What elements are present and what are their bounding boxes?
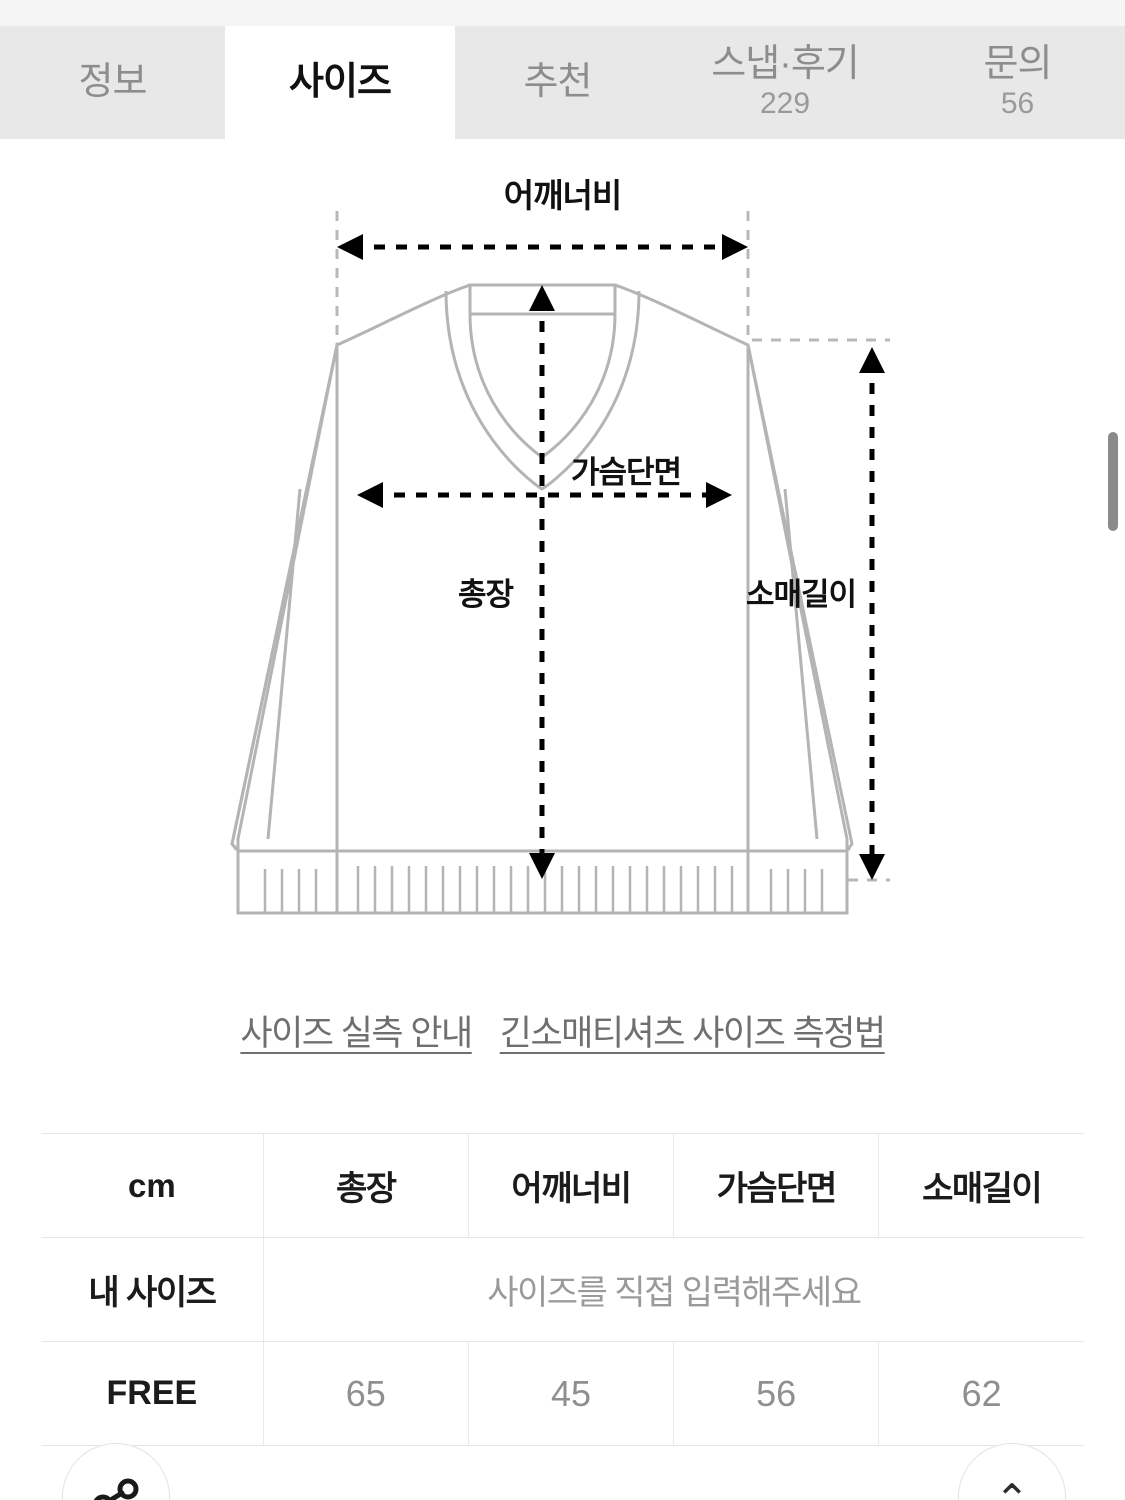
- body-hem-rib-ticks: [356, 866, 734, 913]
- header-sleeve-length-label: 소매길이: [922, 1170, 1043, 1208]
- value-total-length: 65: [345, 1372, 386, 1414]
- top-strip: [0, 0, 1125, 26]
- header-shoulder-width: 어깨너비: [467, 1133, 674, 1238]
- my-size-placeholder: 사이즈를 직접 입력해주세요: [487, 1274, 862, 1312]
- my-size-input-cell[interactable]: 사이즈를 직접 입력해주세요: [262, 1237, 1084, 1342]
- header-unit-cell: cm: [41, 1133, 264, 1238]
- share-icon: [93, 1478, 139, 1500]
- header-shoulder-width-label: 어깨너비: [511, 1170, 632, 1208]
- chest-width-dimension: [357, 482, 732, 508]
- measurement-guides: [335, 211, 890, 882]
- tab-inquiry-count: 56: [1000, 87, 1035, 121]
- left-sleeve-seam: [266, 488, 302, 840]
- header-sleeve-length: 소매길이: [878, 1133, 1084, 1238]
- tab-inquiry-label: 문의: [983, 43, 1053, 86]
- tab-snap-review-count: 229: [759, 87, 811, 121]
- size-name-cell: FREE: [41, 1341, 264, 1446]
- size-diagram: 어깨너비: [0, 139, 1125, 969]
- tab-inquiry[interactable]: 문의 56: [910, 26, 1125, 139]
- garment-illustration: [230, 211, 890, 915]
- my-size-label: 내 사이즈: [88, 1274, 217, 1312]
- sleeve-length-dimension: [859, 347, 885, 880]
- table-row: FREE 65 45 56 62: [41, 1341, 1084, 1446]
- right-cuff-ticks: [769, 869, 824, 913]
- size-links: 사이즈 실측 안내 긴소매티셔츠 사이즈 측정법: [0, 1005, 1125, 1056]
- tab-info[interactable]: 정보: [0, 26, 225, 139]
- header-total-length: 총장: [262, 1133, 469, 1238]
- value-sleeve-length: 62: [961, 1372, 1002, 1414]
- vertical-scrollbar-thumb[interactable]: [1108, 432, 1118, 531]
- total-length-label: 총장: [458, 577, 514, 612]
- longsleeve-measure-method-link[interactable]: 긴소매티셔츠 사이즈 측정법: [499, 1014, 886, 1053]
- tab-info-label: 정보: [78, 60, 148, 103]
- left-cuff: [236, 849, 339, 915]
- table-header-row: cm 총장 어깨너비 가슴단면 소매길이: [41, 1133, 1084, 1238]
- tab-size[interactable]: 사이즈: [225, 26, 455, 139]
- size-table: cm 총장 어깨너비 가슴단면 소매길이 내 사이즈 사이즈를 직접 입력해주세…: [41, 1133, 1084, 1446]
- right-cuff: [746, 849, 849, 915]
- shoulder-width-title: 어깨너비: [503, 177, 622, 214]
- chevron-up-icon: ⌃: [994, 1476, 1030, 1500]
- my-size-label-cell: 내 사이즈: [41, 1237, 264, 1342]
- cell-sleeve-length: 62: [878, 1341, 1084, 1446]
- tab-recommend[interactable]: 추천: [455, 26, 660, 139]
- left-cuff-ticks: [263, 869, 318, 913]
- my-size-row: 내 사이즈 사이즈를 직접 입력해주세요: [41, 1237, 1084, 1342]
- cell-shoulder-width: 45: [467, 1341, 674, 1446]
- total-length-dimension: [529, 285, 555, 879]
- tab-size-label: 사이즈: [289, 60, 392, 103]
- size-measure-guide-link[interactable]: 사이즈 실측 안내: [240, 1014, 473, 1053]
- size-name-label: FREE: [106, 1374, 198, 1412]
- header-total-length-label: 총장: [336, 1170, 397, 1208]
- sleeve-length-label: 소매길이: [746, 577, 857, 612]
- chest-width-label: 가슴단면: [571, 455, 682, 490]
- value-shoulder-width: 45: [550, 1372, 591, 1414]
- product-tab-bar: 정보 사이즈 추천 스냅·후기 229 문의 56: [0, 26, 1125, 139]
- cell-total-length: 65: [262, 1341, 469, 1446]
- tab-snap-review[interactable]: 스냅·후기 229: [660, 26, 910, 139]
- shoulder-width-dimension: [337, 234, 748, 260]
- header-chest-width: 가슴단면: [673, 1133, 879, 1238]
- neck-outer-arc: [444, 290, 641, 491]
- cell-chest-width: 56: [673, 1341, 879, 1446]
- header-chest-width-label: 가슴단면: [716, 1170, 838, 1208]
- right-sleeve-seam: [783, 488, 819, 840]
- unit-label: cm: [128, 1166, 176, 1204]
- tab-recommend-label: 추천: [523, 60, 593, 103]
- share-button[interactable]: [62, 1443, 170, 1500]
- value-chest-width: 56: [756, 1372, 797, 1414]
- scroll-to-top-button[interactable]: ⌃: [958, 1443, 1066, 1500]
- tab-snap-review-label: 스냅·후기: [711, 43, 859, 86]
